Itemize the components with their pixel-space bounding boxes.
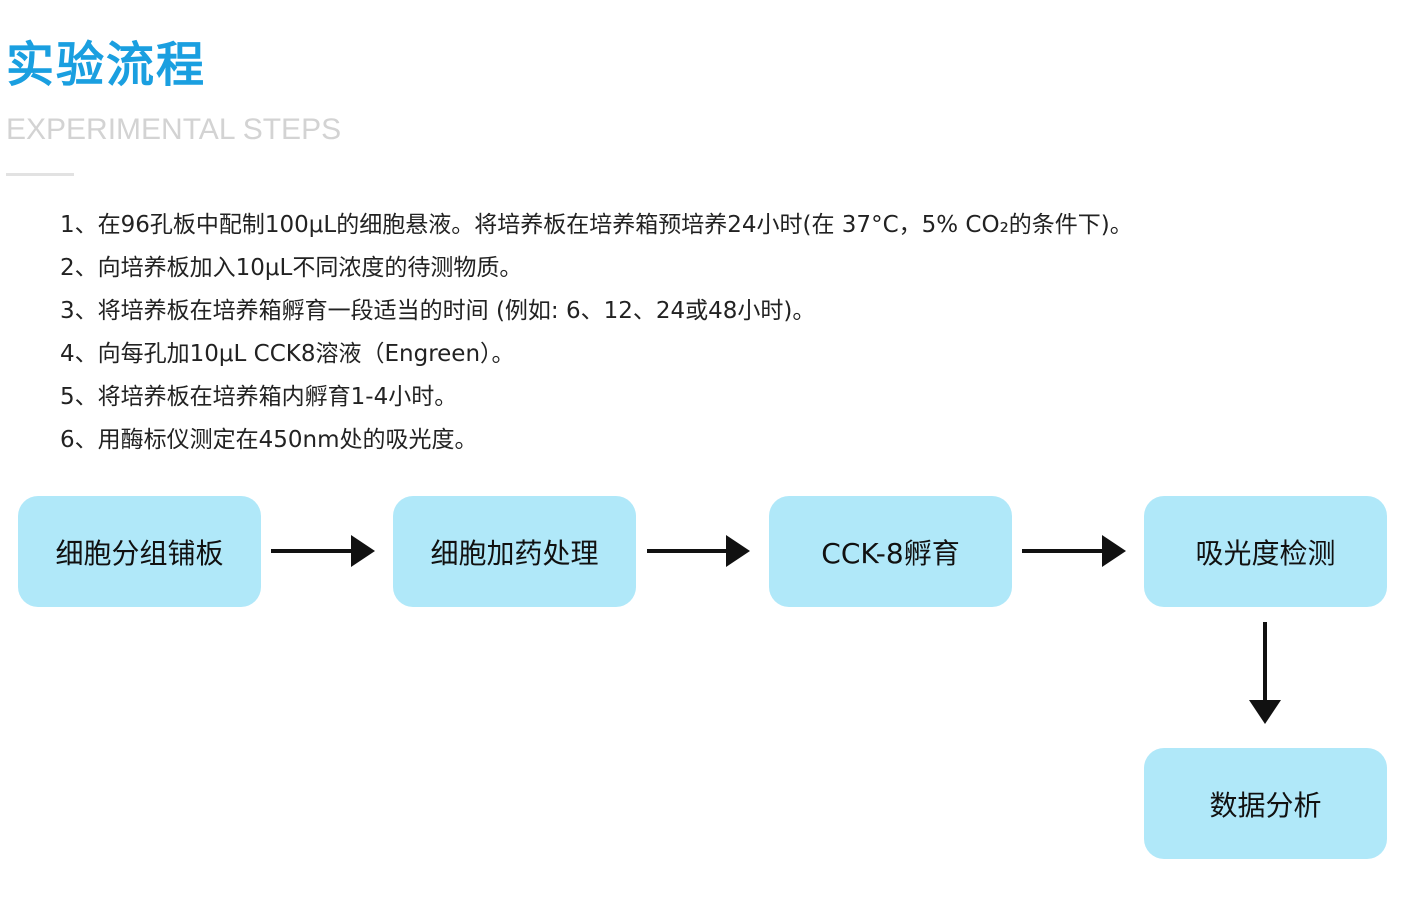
title-divider <box>6 173 74 176</box>
page-title: 实验流程 <box>6 37 207 93</box>
step-item: 1、在96孔板中配制100μL的细胞悬液。将培养板在培养箱预培养24小时(在 3… <box>60 212 1133 238</box>
flow-node-analysis: 数据分析 <box>1144 748 1387 859</box>
step-item: 4、向每孔加10μL CCK8溶液（Engreen）。 <box>60 341 515 367</box>
flow-node-treatment: 细胞加药处理 <box>393 496 636 607</box>
step-item: 3、将培养板在培养箱孵育一段适当的时间 (例如: 6、12、24或48小时)。 <box>60 298 816 324</box>
steps-list: 1、在96孔板中配制100μL的细胞悬液。将培养板在培养箱预培养24小时(在 3… <box>60 204 1133 462</box>
flow-node-incubation: CCK-8孵育 <box>769 496 1012 607</box>
step-item: 2、向培养板加入10μL不同浓度的待测物质。 <box>60 255 523 281</box>
flow-node-absorbance: 吸光度检测 <box>1144 496 1387 607</box>
step-item: 6、用酶标仪测定在450nm处的吸光度。 <box>60 427 478 453</box>
step-item: 5、将培养板在培养箱内孵育1-4小时。 <box>60 384 458 410</box>
page-subtitle: EXPERIMENTAL STEPS <box>6 113 342 146</box>
flow-node-plating: 细胞分组铺板 <box>18 496 261 607</box>
